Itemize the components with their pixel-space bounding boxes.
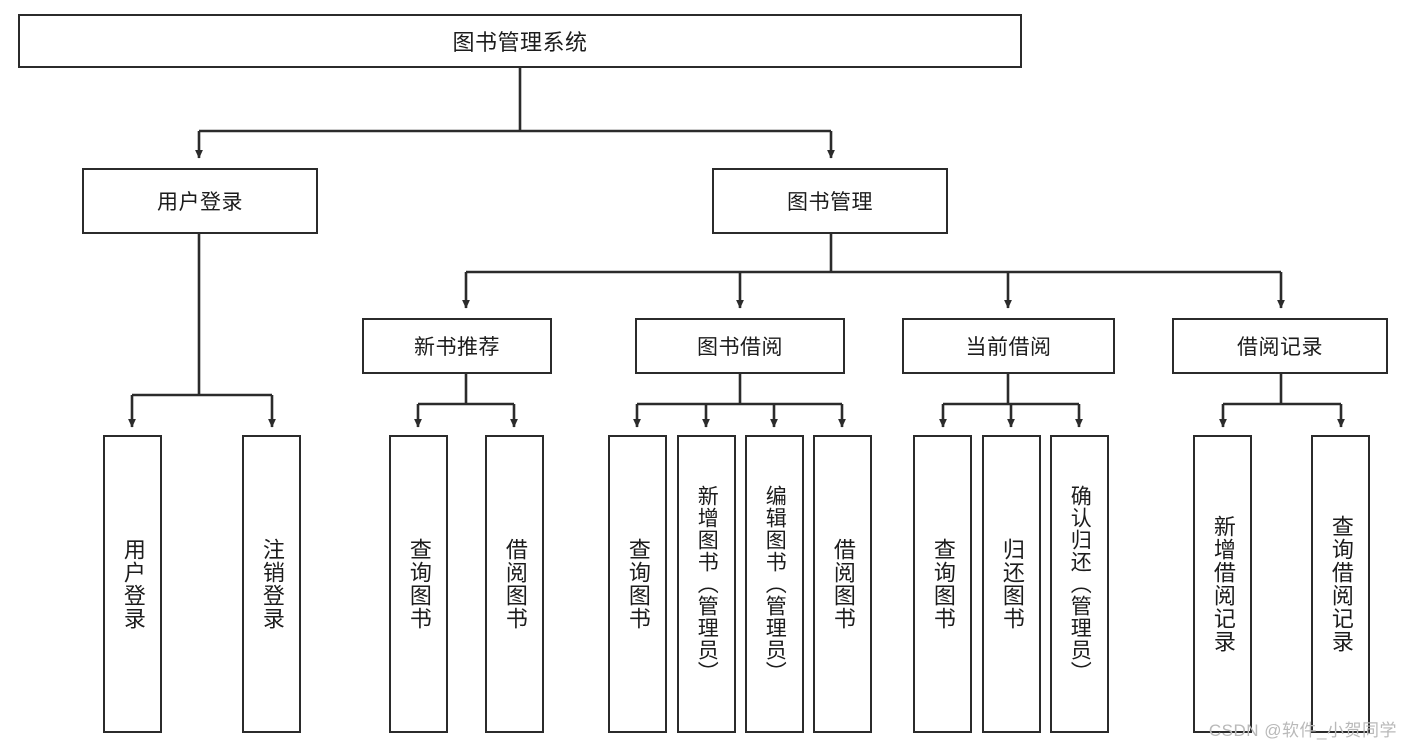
leaf-logout[interactable]: 注销登录 — [242, 435, 301, 733]
leaf-query-book-recommend[interactable]: 查询图书 — [389, 435, 448, 733]
node-label: 查询借阅记录 — [1328, 515, 1354, 653]
node-label: 用户登录 — [120, 538, 146, 630]
node-label: 确认归还（管理员） — [1068, 485, 1092, 683]
leaf-confirm-return[interactable]: 确认归还（管理员） — [1050, 435, 1109, 733]
node-user-login[interactable]: 用户登录 — [82, 168, 318, 234]
node-label: 当前借阅 — [965, 336, 1052, 359]
node-label: 新书推荐 — [414, 336, 500, 359]
node-label: 借阅图书 — [502, 538, 528, 630]
csdn-watermark: CSDN @软件_小贺同学 — [1208, 721, 1397, 740]
node-label: 图书管理 — [787, 191, 873, 214]
node-label: 归还图书 — [999, 538, 1025, 630]
node-borrow-record[interactable]: 借阅记录 — [1172, 318, 1388, 374]
node-label: 编辑图书（管理员） — [763, 485, 787, 683]
node-label: 查询图书 — [406, 538, 432, 630]
node-current-borrow[interactable]: 当前借阅 — [902, 318, 1115, 374]
leaf-borrow-book-recommend[interactable]: 借阅图书 — [485, 435, 544, 733]
node-label: 注销登录 — [259, 538, 285, 630]
leaf-add-borrow-record[interactable]: 新增借阅记录 — [1193, 435, 1252, 733]
node-label: 图书借阅 — [697, 336, 783, 359]
node-label: 用户登录 — [157, 191, 243, 214]
leaf-edit-book[interactable]: 编辑图书（管理员） — [745, 435, 804, 733]
node-root-book-management-system[interactable]: 图书管理系统 — [18, 14, 1022, 68]
leaf-return-book[interactable]: 归还图书 — [982, 435, 1041, 733]
node-label: 借阅记录 — [1237, 336, 1323, 359]
node-label: 新增图书（管理员） — [695, 485, 719, 683]
node-book-borrow[interactable]: 图书借阅 — [635, 318, 845, 374]
leaf-borrow-book[interactable]: 借阅图书 — [813, 435, 872, 733]
leaf-query-borrow-record[interactable]: 查询借阅记录 — [1311, 435, 1370, 733]
node-book-management[interactable]: 图书管理 — [712, 168, 948, 234]
node-label: 查询图书 — [930, 538, 956, 630]
leaf-query-book-current[interactable]: 查询图书 — [913, 435, 972, 733]
leaf-user-login[interactable]: 用户登录 — [103, 435, 162, 733]
node-new-book-recommend[interactable]: 新书推荐 — [362, 318, 552, 374]
node-label: 查询图书 — [625, 538, 651, 630]
leaf-query-book-borrow[interactable]: 查询图书 — [608, 435, 667, 733]
node-label: 借阅图书 — [830, 538, 856, 630]
node-label: 新增借阅记录 — [1210, 515, 1236, 653]
leaf-add-book[interactable]: 新增图书（管理员） — [677, 435, 736, 733]
node-label: 图书管理系统 — [452, 30, 588, 55]
